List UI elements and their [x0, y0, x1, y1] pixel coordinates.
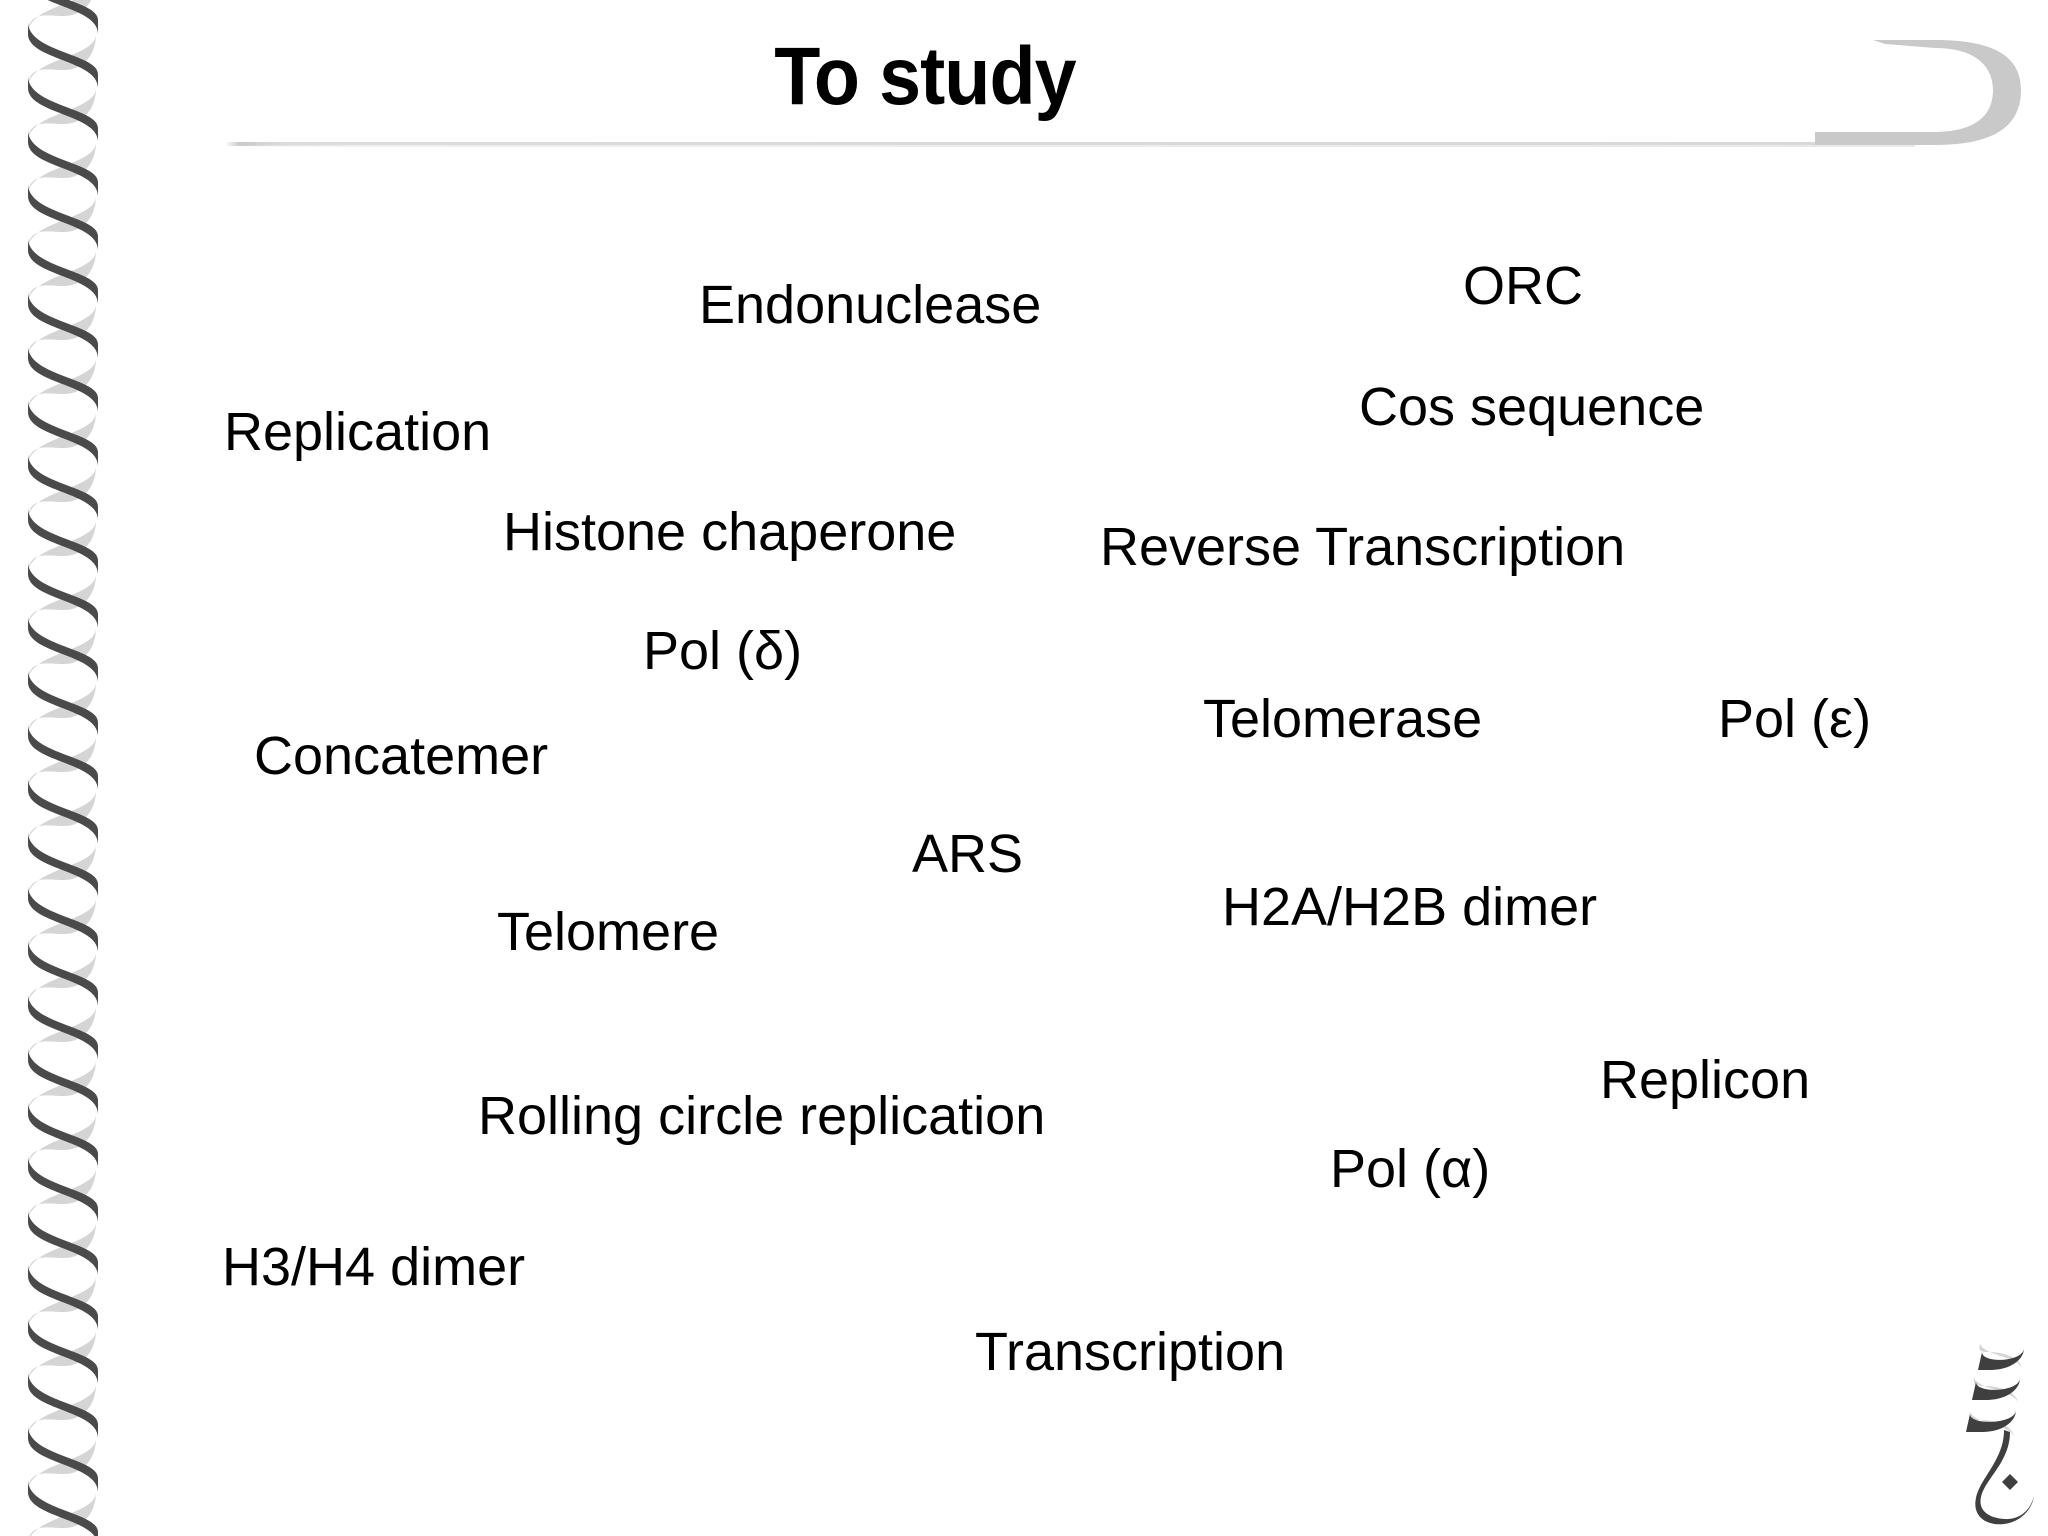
term-label: Pol (δ): [643, 621, 803, 681]
term-label: H3/H4 dimer: [222, 1237, 526, 1297]
term-label: Cos sequence: [1359, 377, 1705, 437]
term-label: Reverse Transcription: [1100, 517, 1626, 577]
term-label: Pol (ε): [1718, 689, 1872, 749]
term-label: Pol (α): [1330, 1139, 1491, 1199]
title-block: To study: [225, 20, 2021, 150]
term-label: Rolling circle replication: [478, 1086, 1046, 1146]
term-label: H2A/H2B dimer: [1222, 877, 1598, 937]
calligraphic-signature-icon: [1918, 1336, 2048, 1536]
dna-double-helix-icon: [18, 0, 108, 1536]
term-label: ARS: [912, 824, 1024, 884]
term-label: Transcription: [975, 1322, 1286, 1382]
term-label: Telomerase: [1203, 689, 1483, 749]
term-label: ORC: [1463, 256, 1583, 316]
term-label: Concatemer: [254, 726, 549, 786]
term-label: Replicon: [1600, 1050, 1811, 1110]
term-label: Histone chaperone: [503, 502, 957, 562]
title-underline-rule: [225, 142, 1915, 147]
title-hook-swoosh-icon: [1815, 8, 2048, 168]
term-label: Telomere: [497, 902, 720, 962]
page-title: To study: [774, 31, 1076, 122]
term-label: Replication: [224, 402, 492, 462]
term-label: Endonuclease: [699, 275, 1042, 335]
